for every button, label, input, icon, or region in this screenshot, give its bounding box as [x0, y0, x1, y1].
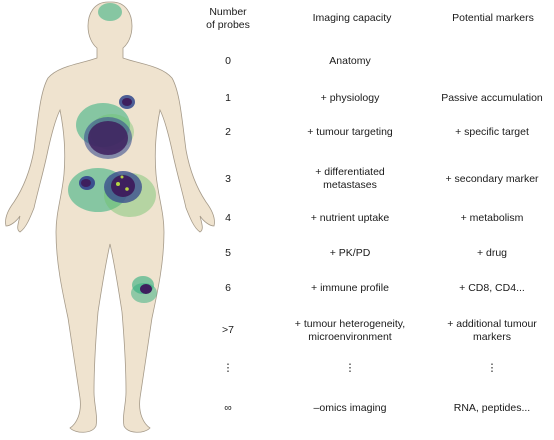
probes-cell: ⋮	[222, 362, 234, 374]
lesion-upper-core	[122, 98, 132, 106]
abdomen-lesion-dot	[116, 182, 120, 186]
probes-cell: 5	[225, 247, 231, 259]
probes-cell: 4	[225, 212, 231, 224]
imaging-cell: + nutrient uptake	[310, 212, 390, 224]
abdomen-left-core	[81, 179, 91, 187]
imaging-cell: –omics imaging	[313, 402, 387, 414]
knee-lesion-core	[140, 284, 152, 294]
markers-cell: RNA, peptides...	[453, 402, 531, 414]
probes-cell: ∞	[224, 402, 232, 414]
probes-cell: 0	[225, 55, 231, 67]
markers-cell: + additional tumour markers	[447, 318, 537, 343]
abdomen-lesion-dot	[120, 175, 124, 179]
head-probe-region	[98, 3, 122, 21]
imaging-cell: + tumour targeting	[307, 126, 393, 138]
probes-cell: 6	[225, 282, 231, 294]
markers-cell: + secondary marker	[445, 173, 539, 185]
body-silhouette	[5, 1, 215, 433]
imaging-cell: ⋮	[344, 362, 356, 374]
abdomen-lesion-core	[111, 175, 135, 197]
markers-cell: + drug	[476, 247, 508, 259]
header-imaging-capacity: Imaging capacity	[312, 12, 392, 24]
markers-cell: Passive accumulation	[441, 92, 543, 104]
chest-lesion-core	[88, 121, 128, 155]
imaging-cell: + immune profile	[311, 282, 389, 294]
markers-cell: ⋮	[486, 362, 498, 374]
imaging-cell: + physiology	[320, 92, 380, 104]
markers-cell: + metabolism	[460, 212, 524, 224]
probes-cell: 2	[225, 126, 231, 138]
imaging-cell: + differentiated metastases	[315, 166, 385, 191]
header-number-of-probes: Number of probes	[206, 6, 250, 31]
markers-cell: + CD8, CD4...	[459, 282, 525, 294]
imaging-cell: + tumour heterogeneity, microenvironment	[294, 318, 406, 343]
header-potential-markers: Potential markers	[452, 12, 534, 24]
abdomen-lesion-dot	[125, 187, 129, 191]
imaging-cell: + PK/PD	[329, 247, 371, 259]
probes-cell: >7	[222, 324, 234, 336]
human-body-figure	[5, 1, 215, 433]
probes-cell: 3	[225, 173, 231, 185]
probes-cell: 1	[225, 92, 231, 104]
markers-cell: + specific target	[455, 126, 529, 138]
imaging-cell: Anatomy	[329, 55, 371, 67]
